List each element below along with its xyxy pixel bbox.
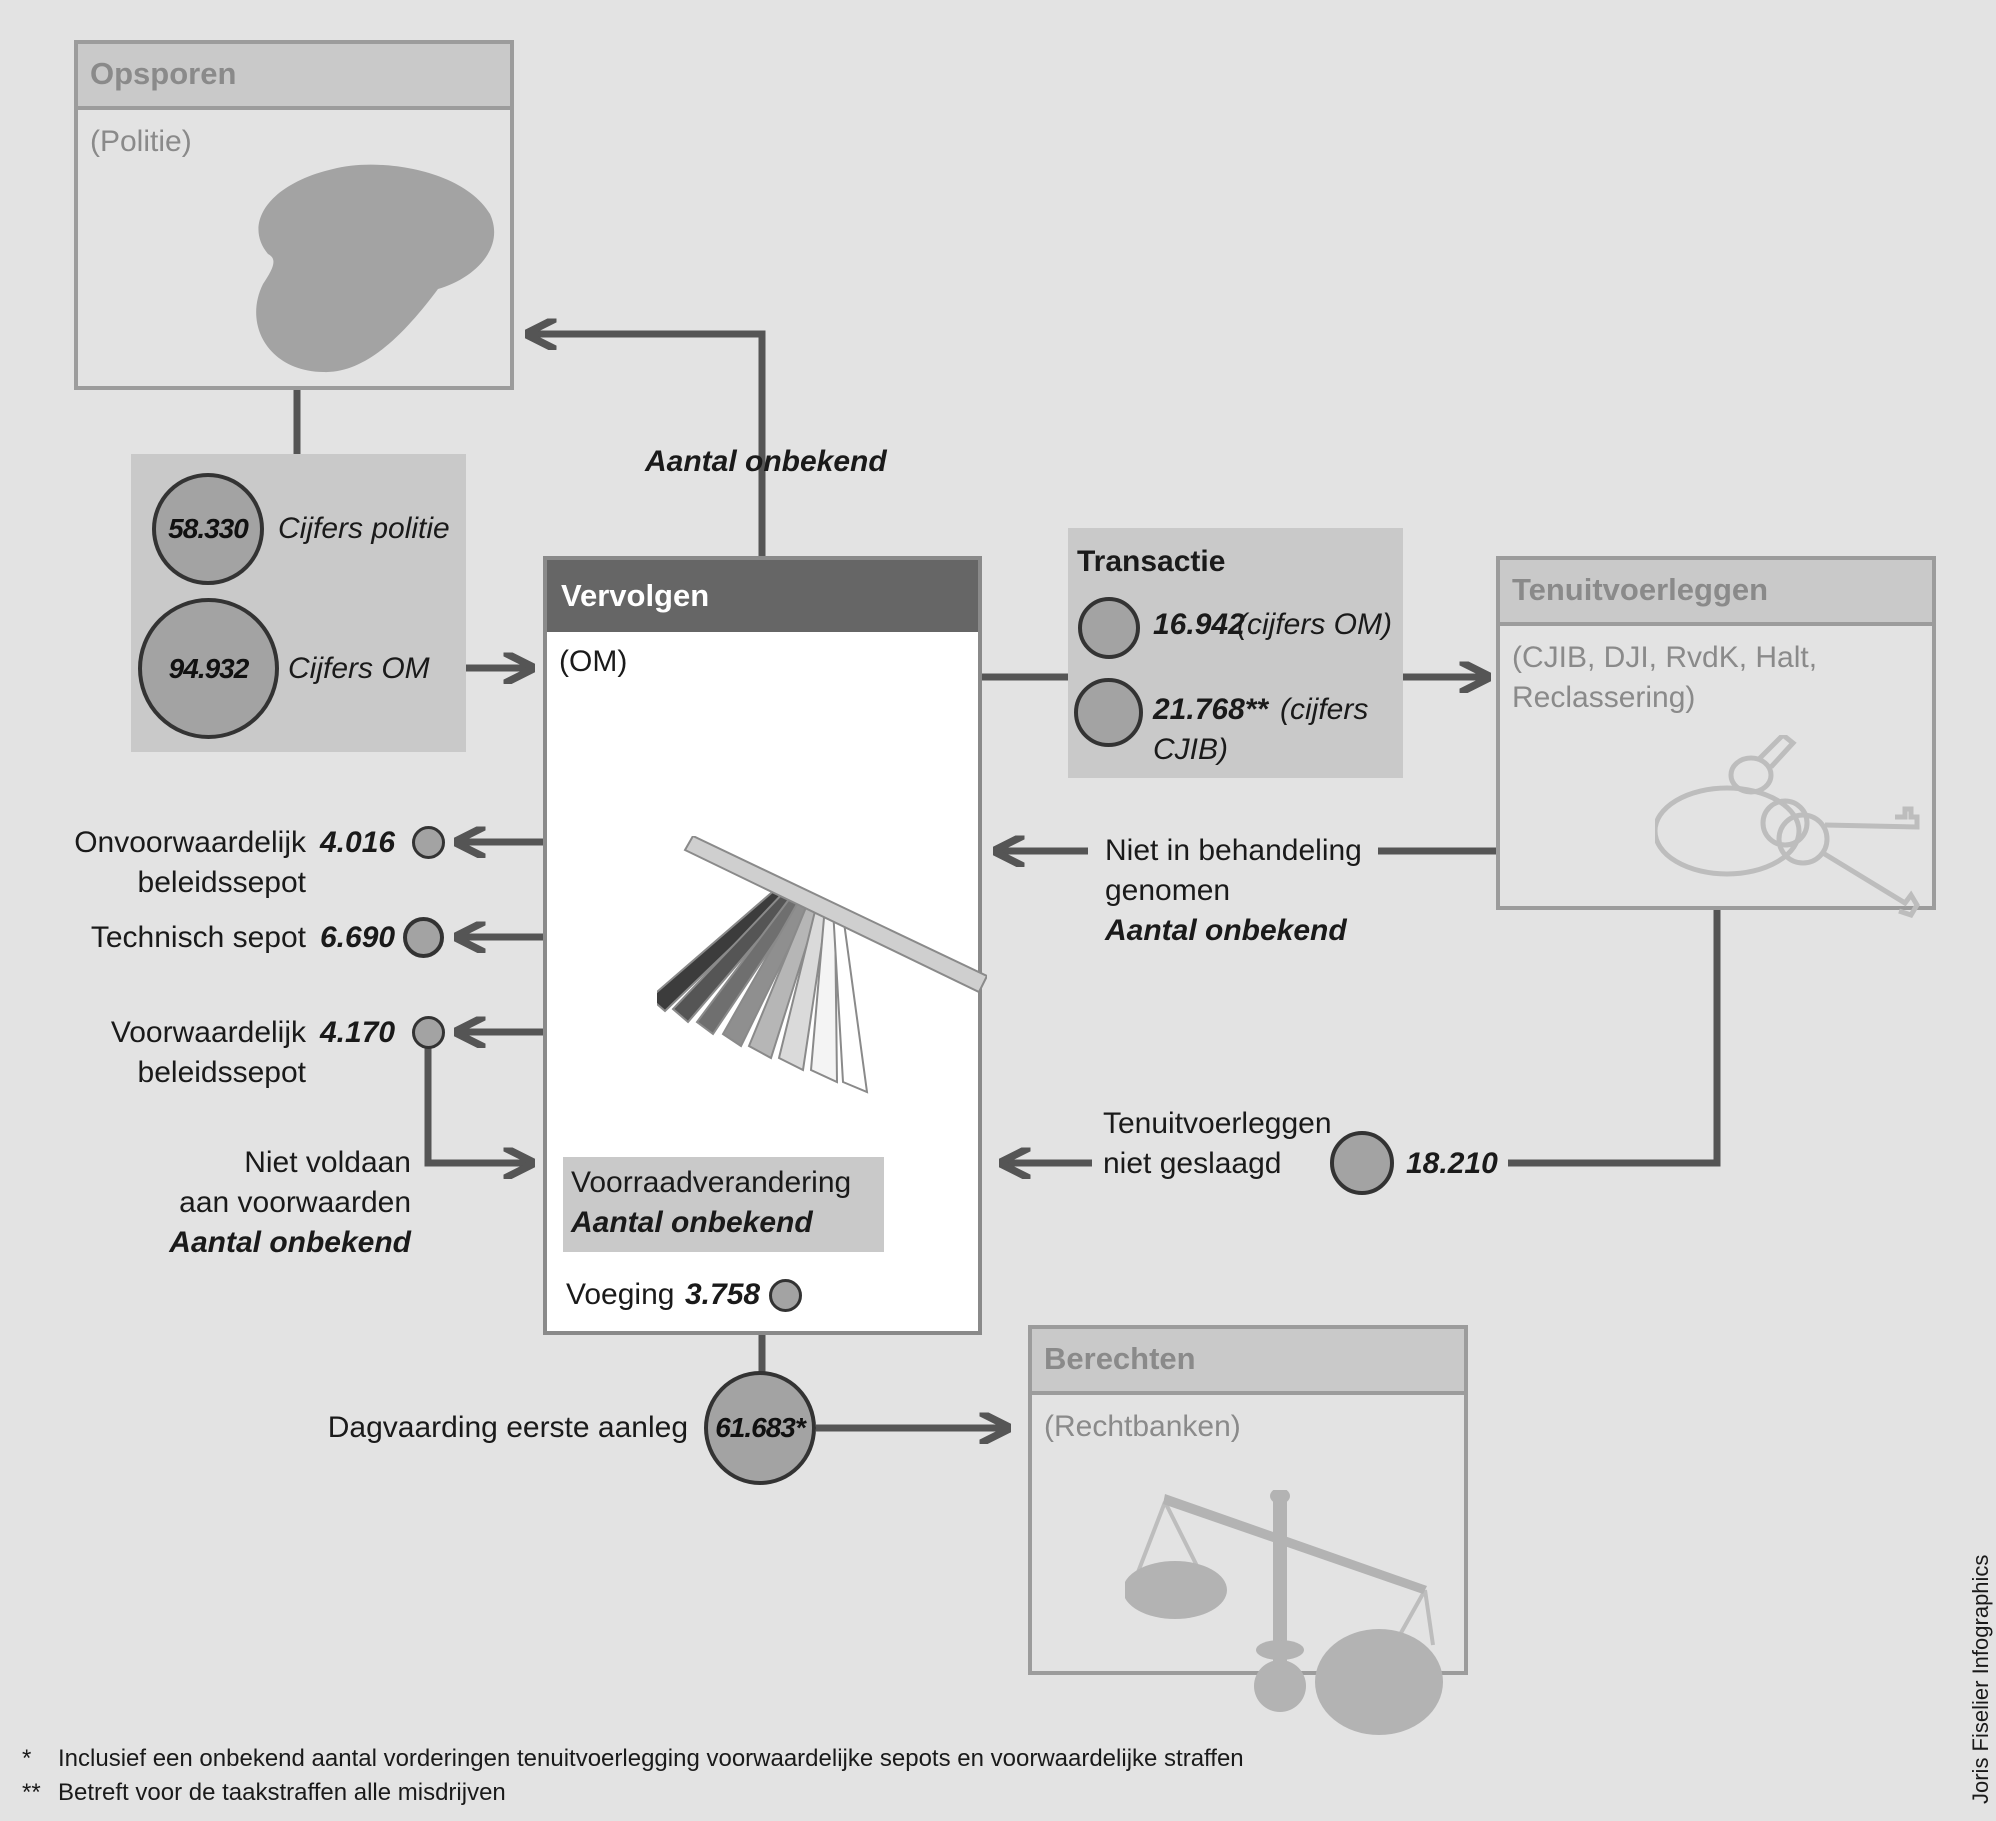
transactie-om-value: 16.942 [1153, 608, 1245, 641]
voorraad-panel: Voorraadverandering Aantal onbekend [563, 1157, 884, 1252]
voorraad-value: Aantal onbekend [571, 1206, 813, 1239]
footnote-1: * Inclusief een onbekend aantal vordering… [22, 1743, 1244, 1775]
niet-voldaan-label: Niet voldaan aan voorwaarden Aantal onbe… [91, 1143, 411, 1263]
footnote-2-text: Betreft voor de taakstraffen alle misdri… [58, 1779, 506, 1806]
vervolgen-title: Vervolgen [547, 560, 978, 632]
dagvaarding-label: Dagvaarding eerste aanleg [327, 1411, 688, 1444]
transactie-cjib-value: 21.768** [1153, 693, 1269, 726]
om-circle [138, 598, 279, 739]
niet-voldaan-value: Aantal onbekend [169, 1226, 411, 1259]
niet-geslaagd-line1: Tenuitvoerleggen [1103, 1107, 1332, 1140]
transactie-cjib-circle [1074, 678, 1143, 747]
opsporen-subtitle: (Politie) [90, 125, 192, 158]
onvoorwaardelijk-circle [412, 826, 445, 859]
onvoorwaardelijk-line1: Onvoorwaardelijk [74, 826, 306, 859]
footnote-1-text: Inclusief een onbekend aantal vorderinge… [58, 1745, 1244, 1772]
arrow-niet-voldaan [424, 1048, 532, 1163]
niet-geslaagd-circle [1330, 1131, 1394, 1195]
niet-voldaan-line1: Niet voldaan [244, 1146, 411, 1179]
transactie-cjib-label-1: (cijfers [1280, 693, 1369, 726]
footnote-2-marker: ** [22, 1779, 41, 1806]
onvoorwaardelijk-line2: beleidssepot [137, 866, 306, 899]
scales-icon [1125, 1490, 1443, 1735]
technisch-value: 6.690 [320, 921, 396, 954]
technisch-label: Technisch sepot [90, 921, 306, 954]
berechten-subtitle: (Rechtbanken) [1044, 1410, 1241, 1443]
footnote-2: ** Betreft voor de taakstraffen alle misd… [22, 1777, 506, 1809]
dagvaarding-value: 61.683* [715, 1412, 806, 1443]
voorwaardelijk-line2: beleidssepot [137, 1056, 306, 1089]
voorraad-label: Voorraadverandering [571, 1166, 852, 1199]
voeging-value: 3.758 [685, 1278, 761, 1311]
transactie-om-circle [1078, 597, 1140, 659]
tenuitvoerleggen-subtitle-2: Reclassering) [1512, 681, 1696, 714]
onvoorwaardelijk-value: 4.016 [320, 826, 396, 859]
niet-in-behandeling-line1: Niet in behandeling [1105, 834, 1362, 867]
voorwaardelijk-label: Voorwaardelijk beleidssepot [6, 1013, 306, 1093]
arrow-up-label: Aantal onbekend [645, 445, 887, 478]
vervolgen-box: Vervolgen (OM) [543, 556, 987, 1335]
vervolgen-subtitle: (OM) [559, 645, 628, 678]
onvoorwaardelijk-label: Onvoorwaardelijk beleidssepot [6, 823, 306, 903]
om-label: Cijfers OM [288, 652, 430, 685]
tenuitvoerleggen-title: Tenuitvoerleggen [1500, 560, 1932, 626]
transactie-om-label: (cijfers OM) [1237, 608, 1392, 641]
niet-in-behandeling-line2: genomen [1105, 874, 1231, 907]
niet-geslaagd-value: 18.210 [1406, 1147, 1498, 1180]
opsporen-title: Opsporen [78, 44, 510, 110]
opsporen-box: Opsporen (Politie) [74, 40, 514, 390]
footnote-1-marker: * [22, 1745, 32, 1772]
transactie-title: Transactie [1077, 545, 1226, 578]
technisch-circle [403, 917, 444, 958]
voorwaardelijk-line1: Voorwaardelijk [110, 1016, 306, 1049]
transactie-cjib-label-2: CJIB) [1153, 733, 1228, 766]
tenuitvoer-return-line [1508, 908, 1721, 1167]
niet-voldaan-line2: aan voorwaarden [179, 1186, 411, 1219]
arrow-to-opsporen [528, 334, 766, 556]
berechten-box: Berechten (Rechtbanken) [1028, 1325, 1468, 1675]
voorwaardelijk-value: 4.170 [320, 1016, 396, 1049]
credit: Joris Fiselier Infographics [1968, 1554, 1993, 1804]
paper-strips-icon [657, 836, 987, 1094]
dagvaarding-circle [704, 1371, 816, 1485]
voeging-label: Voeging [566, 1278, 675, 1311]
map-blob-icon [256, 164, 495, 373]
berechten-title: Berechten [1032, 1329, 1464, 1395]
om-value: 94.932 [168, 652, 250, 684]
politie-circle [152, 473, 264, 585]
voeging-circle [769, 1279, 802, 1312]
politie-label: Cijfers politie [278, 512, 450, 545]
niet-in-behandeling-value: Aantal onbekend [1105, 914, 1347, 947]
keys-icon [1655, 735, 1920, 919]
niet-geslaagd-line2: niet geslaagd [1103, 1147, 1282, 1180]
politie-value: 58.330 [168, 513, 249, 544]
tenuitvoerleggen-subtitle-1: (CJIB, DJI, RvdK, Halt, [1512, 641, 1818, 674]
tenuitvoerleggen-box: Tenuitvoerleggen (CJIB, DJI, RvdK, Halt,… [1496, 556, 1936, 919]
voorwaardelijk-circle [412, 1016, 445, 1049]
